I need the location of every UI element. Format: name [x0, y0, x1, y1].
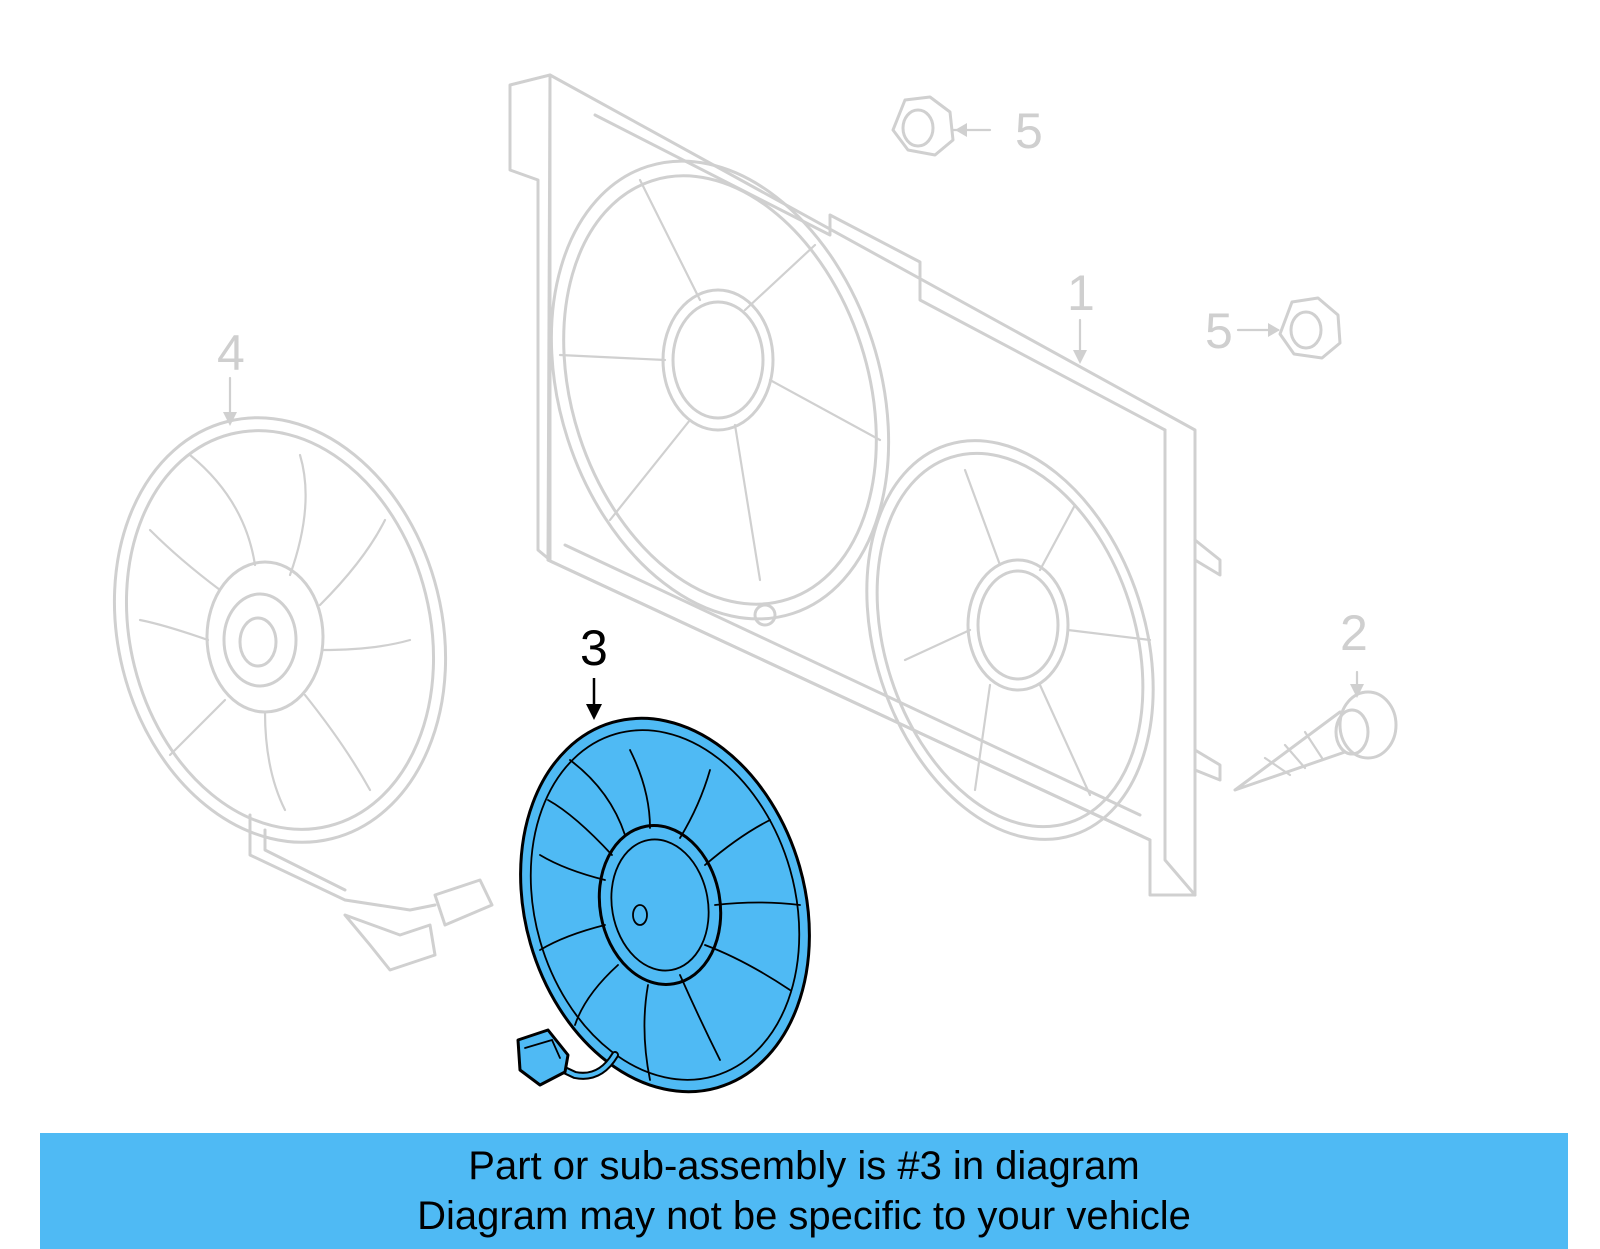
fan-shroud-frame	[508, 73, 1222, 897]
nut-5-right	[1236, 296, 1342, 360]
parts-diagram: 1 2 3 4 5 5	[112, 73, 1398, 1126]
callout-3: 3	[580, 620, 608, 676]
callout-2: 2	[1340, 605, 1368, 661]
callout-5-right: 5	[1205, 303, 1233, 359]
callout-1: 1	[1067, 265, 1095, 321]
fan-assembly-3-highlighted[interactable]	[478, 684, 852, 1126]
info-banner: Part or sub-assembly is #3 in diagram Di…	[40, 1133, 1568, 1249]
banner-line-disclaimer: Diagram may not be specific to your vehi…	[417, 1194, 1191, 1238]
screw-2	[1233, 690, 1398, 792]
callout-arrows	[223, 318, 1364, 720]
banner-line-part: Part or sub-assembly is #3 in diagram	[468, 1144, 1140, 1188]
callout-4: 4	[217, 325, 245, 381]
fan-assembly-4	[112, 416, 494, 972]
callout-5-top: 5	[1015, 103, 1043, 159]
nut-5-top	[891, 95, 992, 157]
